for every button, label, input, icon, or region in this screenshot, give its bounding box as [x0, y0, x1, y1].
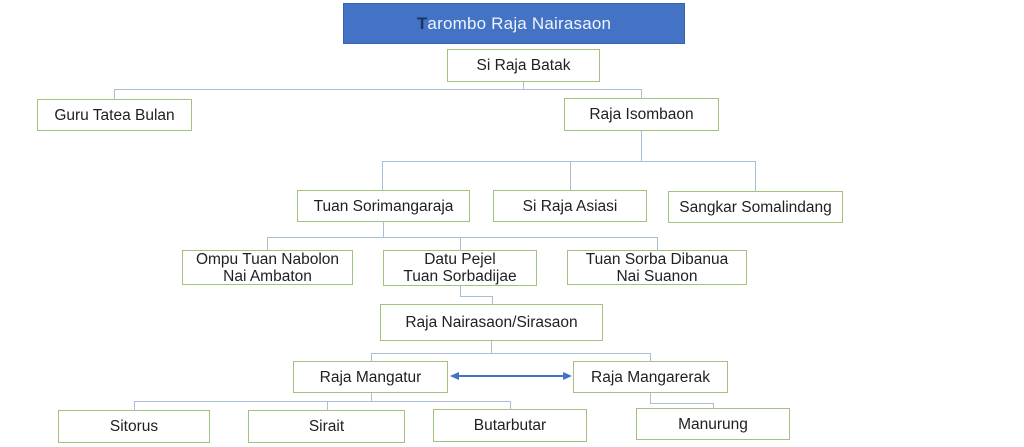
node-label: Sirait: [308, 418, 345, 435]
connector-segment: [650, 403, 714, 404]
connector-segment: [657, 237, 658, 251]
node-butarbutar: Butarbutar: [433, 409, 587, 442]
arrowhead-left-icon: [450, 371, 459, 380]
connector-segment: [510, 401, 511, 410]
connector-segment: [491, 341, 492, 354]
connector-segment: [650, 353, 651, 362]
connector-segment: [327, 401, 328, 411]
node-label: Butarbutar: [473, 417, 547, 434]
connector-segment: [460, 237, 461, 251]
node-raja-isombaon: Raja Isombaon: [564, 98, 719, 131]
connector-segment: [713, 403, 714, 409]
connector-segment: [267, 237, 658, 238]
connector-segment: [460, 286, 461, 297]
connector-segment: [371, 353, 372, 362]
double-arrow-line: [457, 375, 565, 377]
connector-segment: [383, 222, 384, 238]
node-label: Si Raja Batak: [476, 57, 571, 74]
node-label: Tuan Sorimangaraja: [313, 197, 454, 215]
node-guru-tatea-bulan: Guru Tatea Bulan: [37, 99, 192, 131]
node-sitorus: Sitorus: [58, 410, 210, 443]
connector-segment: [134, 401, 135, 411]
node-tuan-sorimangaraja: Tuan Sorimangaraja: [297, 190, 470, 222]
node-label: Sangkar Somalindang: [679, 198, 832, 216]
node-si-raja-batak: Si Raja Batak: [447, 49, 600, 82]
connector-segment: [641, 89, 642, 99]
node-label: Si Raja Asiasi: [522, 197, 618, 215]
node-si-raja-asiasi: Si Raja Asiasi: [493, 190, 647, 222]
node-label: Tuan Sorbadijae: [403, 268, 517, 285]
node-raja-mangatur: Raja Mangatur: [293, 361, 448, 393]
node-label: Nai Suanon: [616, 267, 698, 285]
node-label: Raja Mangatur: [319, 368, 422, 386]
title-text: arombo Raja Nairasaon: [427, 14, 612, 33]
connector-segment: [492, 296, 493, 305]
connector-segment: [114, 89, 115, 100]
node-label: Raja Mangarerak: [591, 368, 710, 386]
connector-segment: [382, 161, 383, 191]
node-raja-nairasaon-sirasaon: Raja Nairasaon/Sirasaon: [380, 304, 603, 341]
node-label: Sitorus: [109, 418, 159, 435]
connector-segment: [114, 89, 642, 90]
connector-segment: [460, 296, 493, 297]
node-label: Nai Ambaton: [223, 267, 312, 285]
node-label: Manurung: [678, 415, 748, 433]
node-label: Datu Pejel: [424, 251, 496, 268]
connector-segment: [755, 161, 756, 192]
node-manurung: Manurung: [636, 408, 790, 440]
title-initial-letter: T: [416, 14, 428, 33]
connector-segment: [650, 393, 651, 404]
connector-segment: [371, 353, 651, 354]
arrowhead-right-icon: [563, 371, 572, 380]
node-label: Tuan Sorba Dibanua: [585, 250, 729, 268]
connector-segment: [267, 237, 268, 251]
node-sirait: Sirait: [248, 410, 405, 443]
connector-segment: [570, 161, 571, 191]
connector-segment: [134, 401, 511, 402]
node-label: Raja Nairasaon/Sirasaon: [405, 314, 578, 331]
connector-segment: [371, 393, 372, 402]
connector-segment: [641, 131, 642, 162]
node-label: Ompu Tuan Nabolon: [195, 250, 340, 268]
connector-segment: [523, 82, 524, 90]
node-raja-mangarerak: Raja Mangarerak: [573, 361, 728, 393]
node-label: Guru Tatea Bulan: [54, 106, 175, 124]
connector-segment: [382, 161, 756, 162]
node-sangkar-somalindang: Sangkar Somalindang: [668, 191, 843, 223]
node-label: Raja Isombaon: [589, 106, 694, 123]
